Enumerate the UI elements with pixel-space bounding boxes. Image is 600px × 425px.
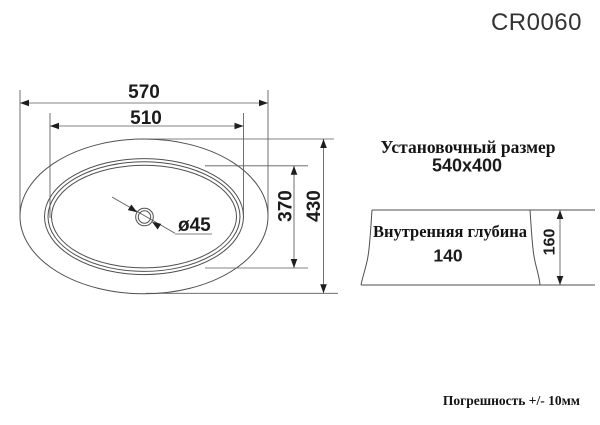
dimension-510: 510 — [49, 108, 244, 218]
arrowhead-top — [290, 165, 298, 175]
drain-arrowhead-lower — [151, 221, 162, 230]
dimension-370: 370 — [205, 165, 308, 269]
dimension-430: 430 — [146, 138, 338, 294]
side-view-left-edge — [360, 209, 373, 286]
drain-arrowhead-upper — [127, 204, 138, 213]
dim-370-label: 370 — [276, 190, 297, 222]
side-view: Внутренняя глубина 140 — [360, 209, 595, 286]
top-view: ø45 — [19, 138, 269, 295]
inner-depth-value: 140 — [433, 246, 462, 266]
dim-570-label: 570 — [128, 82, 160, 103]
drain-hole-inner-circle — [137, 210, 152, 224]
side-view-right-edge — [529, 209, 541, 286]
arrowhead-left — [50, 122, 59, 130]
arrowhead-top — [320, 139, 327, 148]
inner-rim-middle-line — [47, 161, 241, 272]
arrowhead-bottom — [320, 284, 327, 294]
dim-510-label: 510 — [130, 108, 162, 129]
model-code-title: CR0060 — [491, 9, 582, 36]
arrowhead-right — [259, 99, 268, 107]
arrowhead-bottom — [290, 259, 298, 268]
drain-leader-line — [111, 196, 176, 234]
installation-size-label: Установочный размер — [380, 137, 555, 157]
arrowhead-top — [556, 210, 564, 219]
drain-diameter-label: ø45 — [178, 215, 211, 236]
inner-depth-label: Внутренняя глубина — [373, 222, 527, 241]
dim-430-label: 430 — [304, 190, 325, 222]
inner-rim-inner-line — [51, 164, 237, 269]
arrowhead-right — [234, 122, 244, 130]
dimension-570: 570 — [19, 82, 269, 218]
tolerance-note: Погрешность +/- 10мм — [443, 393, 580, 408]
dimension-160: 160 — [542, 210, 564, 285]
installation-size: Установочный размер 540x400 — [380, 137, 555, 176]
dim-160-label: 160 — [542, 229, 559, 256]
drain-hole-outer-circle — [135, 207, 154, 227]
arrowhead-left — [20, 99, 29, 107]
installation-size-value: 540x400 — [432, 156, 502, 176]
inner-rim-outer-line — [44, 158, 244, 276]
arrowhead-bottom — [556, 276, 564, 285]
